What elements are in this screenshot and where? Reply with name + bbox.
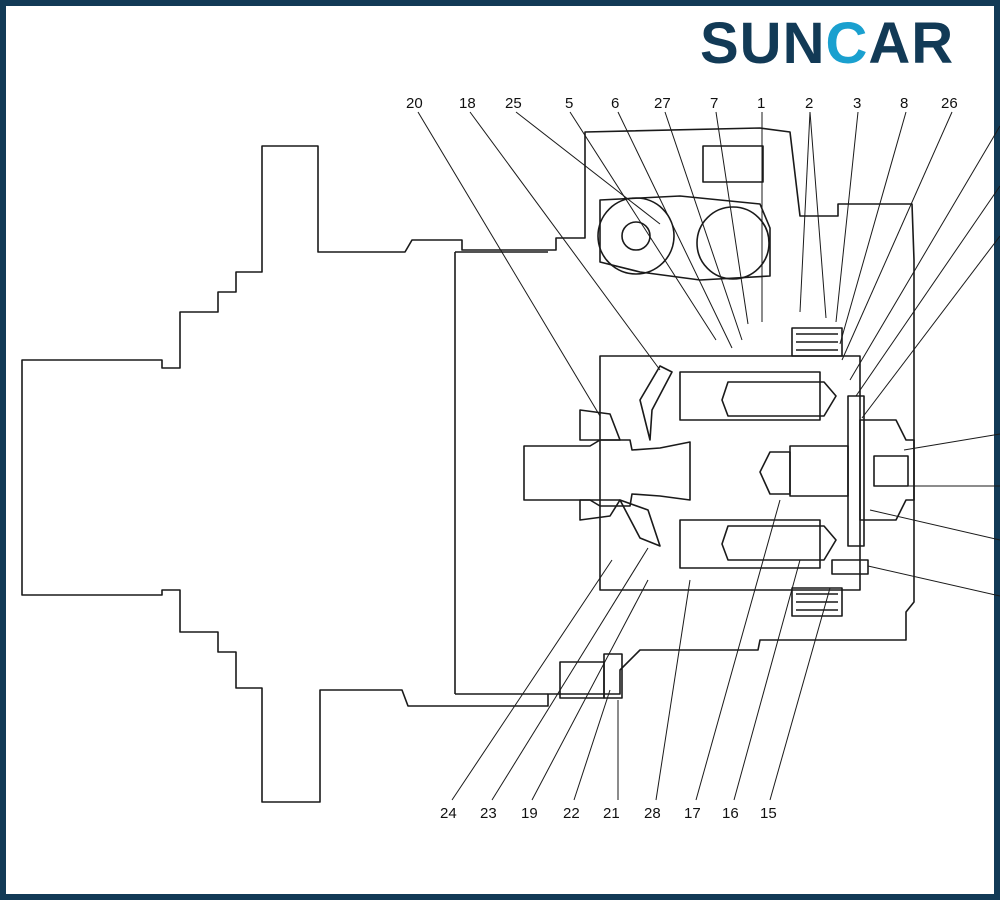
- callout-label: 22: [563, 805, 580, 822]
- callout-label: 25: [505, 95, 522, 112]
- callout-label: 24: [440, 805, 457, 822]
- callout-label: 3: [853, 95, 861, 112]
- callout-label: 7: [710, 95, 718, 112]
- callout-label: 23: [480, 805, 497, 822]
- piston-upper: [721, 381, 837, 417]
- leader-lines: [417, 111, 1000, 801]
- callouts-bottom: 24 23 19 22 21 28 17 16 15: [440, 805, 777, 822]
- suncar-logo: SUNCAR: [700, 10, 990, 78]
- callout-label: 5: [565, 95, 573, 112]
- output-shaft: [523, 439, 691, 507]
- drain-plug: [831, 559, 869, 575]
- callout-label: 2: [805, 95, 813, 112]
- brake-spring-upper: [791, 327, 843, 357]
- logo-text-ar: AR: [868, 11, 955, 76]
- callout-label: 6: [611, 95, 619, 112]
- callout-label: 17: [684, 805, 701, 822]
- housing-outline: [21, 127, 915, 803]
- callout-label: 28: [644, 805, 661, 822]
- callout-label: 26: [941, 95, 958, 112]
- cylinder-block: [599, 355, 861, 591]
- swash-plate: [639, 365, 673, 441]
- callout-label: 16: [722, 805, 739, 822]
- center-cone: [759, 451, 791, 495]
- callout-label: 8: [900, 95, 908, 112]
- valve-plate: [847, 395, 865, 547]
- port-hole-small: [621, 221, 651, 251]
- logo-text-sun: SUN: [700, 11, 826, 76]
- logo-text-c: C: [825, 11, 869, 76]
- bearing: [579, 409, 621, 441]
- callout-label: 1: [757, 95, 765, 112]
- callout-label: 19: [521, 805, 538, 822]
- callout-label: 20: [406, 95, 423, 112]
- callouts-top: 20 18 25 5 6 27 7 1 2 3 8 26: [406, 95, 958, 112]
- callout-label: 21: [603, 805, 620, 822]
- end-cap: [859, 419, 915, 521]
- callout-label: 27: [654, 95, 671, 112]
- callout-label: 18: [459, 95, 476, 112]
- brake-spring-lower: [791, 587, 843, 617]
- callout-label: 15: [760, 805, 777, 822]
- piston-lower: [721, 525, 837, 561]
- port-hole-large: [696, 206, 770, 280]
